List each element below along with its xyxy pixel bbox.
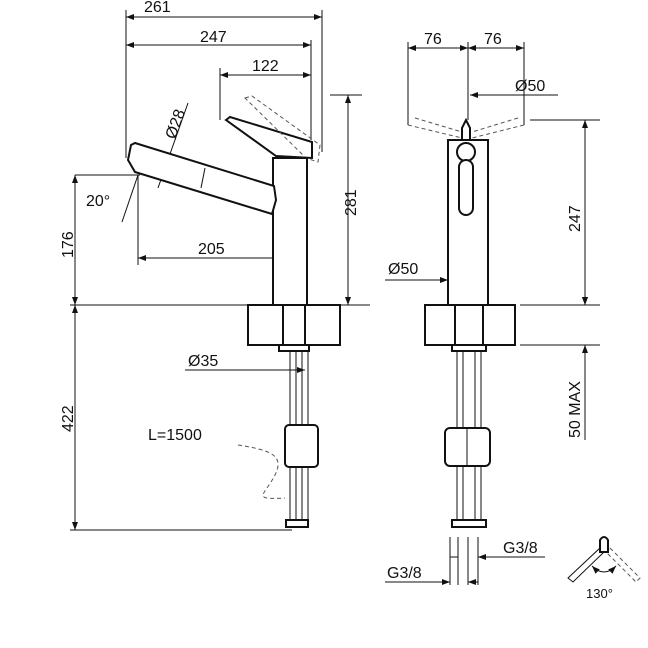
rotation-arrow-icon: [591, 565, 617, 574]
dim-body-height: 247: [567, 205, 584, 232]
front-view: 76 76 Ø50 247 Ø50 50 MAX G3/8 G3/8: [385, 31, 600, 585]
pull-out-spout: [126, 141, 278, 216]
hose-coupler: [284, 424, 319, 468]
dimension-lines: [70, 10, 370, 531]
connection-right: G3/8: [503, 540, 538, 557]
shank: [282, 304, 306, 346]
dim-base-diameter: Ø35: [188, 353, 218, 370]
dimension-lines: [385, 42, 600, 585]
dim-total-height: 281: [343, 189, 360, 216]
dim-lever-reach: 122: [252, 58, 279, 75]
dim-lever-left: 76: [424, 31, 442, 48]
dim-outlet-to-body: 205: [198, 241, 225, 258]
hose-length: L=1500: [148, 427, 202, 444]
dim-spout-reach: 247: [200, 29, 227, 46]
hose-fittings-front: [451, 519, 487, 528]
rotation-angle: 130°: [586, 586, 613, 601]
dim-spout-angle: 20°: [86, 193, 110, 210]
lever-front: [461, 117, 471, 141]
dim-lever-right: 76: [484, 31, 502, 48]
dim-outlet-height: 176: [60, 231, 77, 258]
faucet-side: [126, 95, 341, 528]
dim-counter-thickness: 50 MAX: [567, 381, 584, 438]
connection-left: G3/8: [387, 565, 422, 582]
dim-body-diameter: Ø50: [388, 261, 418, 278]
side-view: 261 247 122 Ø28 20° 176 205 281 Ø35 L=15…: [60, 0, 370, 531]
lever-handle: [224, 115, 313, 160]
hose-length-leader: [237, 444, 286, 499]
dim-spout-diameter: Ø28: [163, 107, 189, 141]
dim-total-reach: 261: [144, 0, 171, 16]
dim-below-counter: 422: [60, 405, 77, 432]
dim-lever-diameter: Ø50: [515, 78, 545, 95]
lever-rotation-icon: 130°: [567, 536, 641, 601]
hose-fitting: [285, 519, 309, 528]
faucet-body: [272, 157, 308, 306]
faucet-front: [407, 117, 525, 528]
